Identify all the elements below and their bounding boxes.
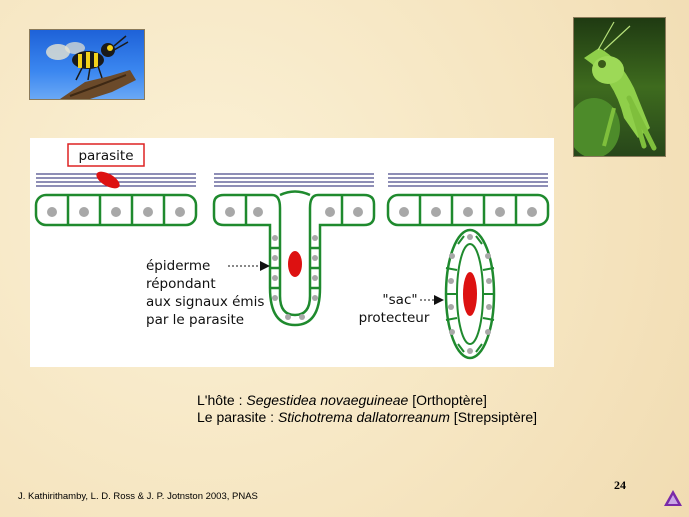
epidermis-label-line-3: aux signaux émis xyxy=(146,294,264,310)
sac-label-line-2: protecteur xyxy=(359,310,430,326)
epidermis-arrow xyxy=(228,261,270,271)
epidermis-label-line-2: répondant xyxy=(146,276,216,292)
grasshopper-photo xyxy=(573,17,666,157)
sac-label-line-1: "sac" xyxy=(382,292,417,308)
stage-1-epidermis xyxy=(36,168,196,225)
page-number: 24 xyxy=(614,478,626,493)
host-species: Segestidea novaeguineae xyxy=(246,392,408,408)
parasite-prefix: Le parasite : xyxy=(197,409,278,425)
host-order: [Orthoptère] xyxy=(408,392,487,408)
citation: J. Kathirithamby, L. D. Ross & J. P. Jot… xyxy=(18,491,258,502)
parasite-larva xyxy=(463,272,477,316)
parasite-species: Stichotrema dallatorreanum xyxy=(278,409,450,425)
host-line: L'hôte : Segestidea novaeguineae [Orthop… xyxy=(197,392,537,409)
parasite-label: parasite xyxy=(78,148,133,164)
wasp-photo xyxy=(29,29,145,100)
sac-arrow xyxy=(420,295,444,305)
parasite-order: [Strepsiptère] xyxy=(450,409,537,425)
triangle-nav-icon[interactable] xyxy=(663,489,683,507)
stage-3-sac xyxy=(388,174,548,358)
parasite-larva xyxy=(94,168,123,191)
host-prefix: L'hôte : xyxy=(197,392,246,408)
parasite-line: Le parasite : Stichotrema dallatorreanum… xyxy=(197,409,537,426)
parasite-diagram: parasite épiderme répondant xyxy=(30,138,554,367)
epidermis-label-line-1: épiderme xyxy=(146,258,210,274)
epidermis-label-line-4: par le parasite xyxy=(146,312,244,328)
species-caption: L'hôte : Segestidea novaeguineae [Orthop… xyxy=(197,392,537,426)
parasite-larva xyxy=(288,251,302,277)
